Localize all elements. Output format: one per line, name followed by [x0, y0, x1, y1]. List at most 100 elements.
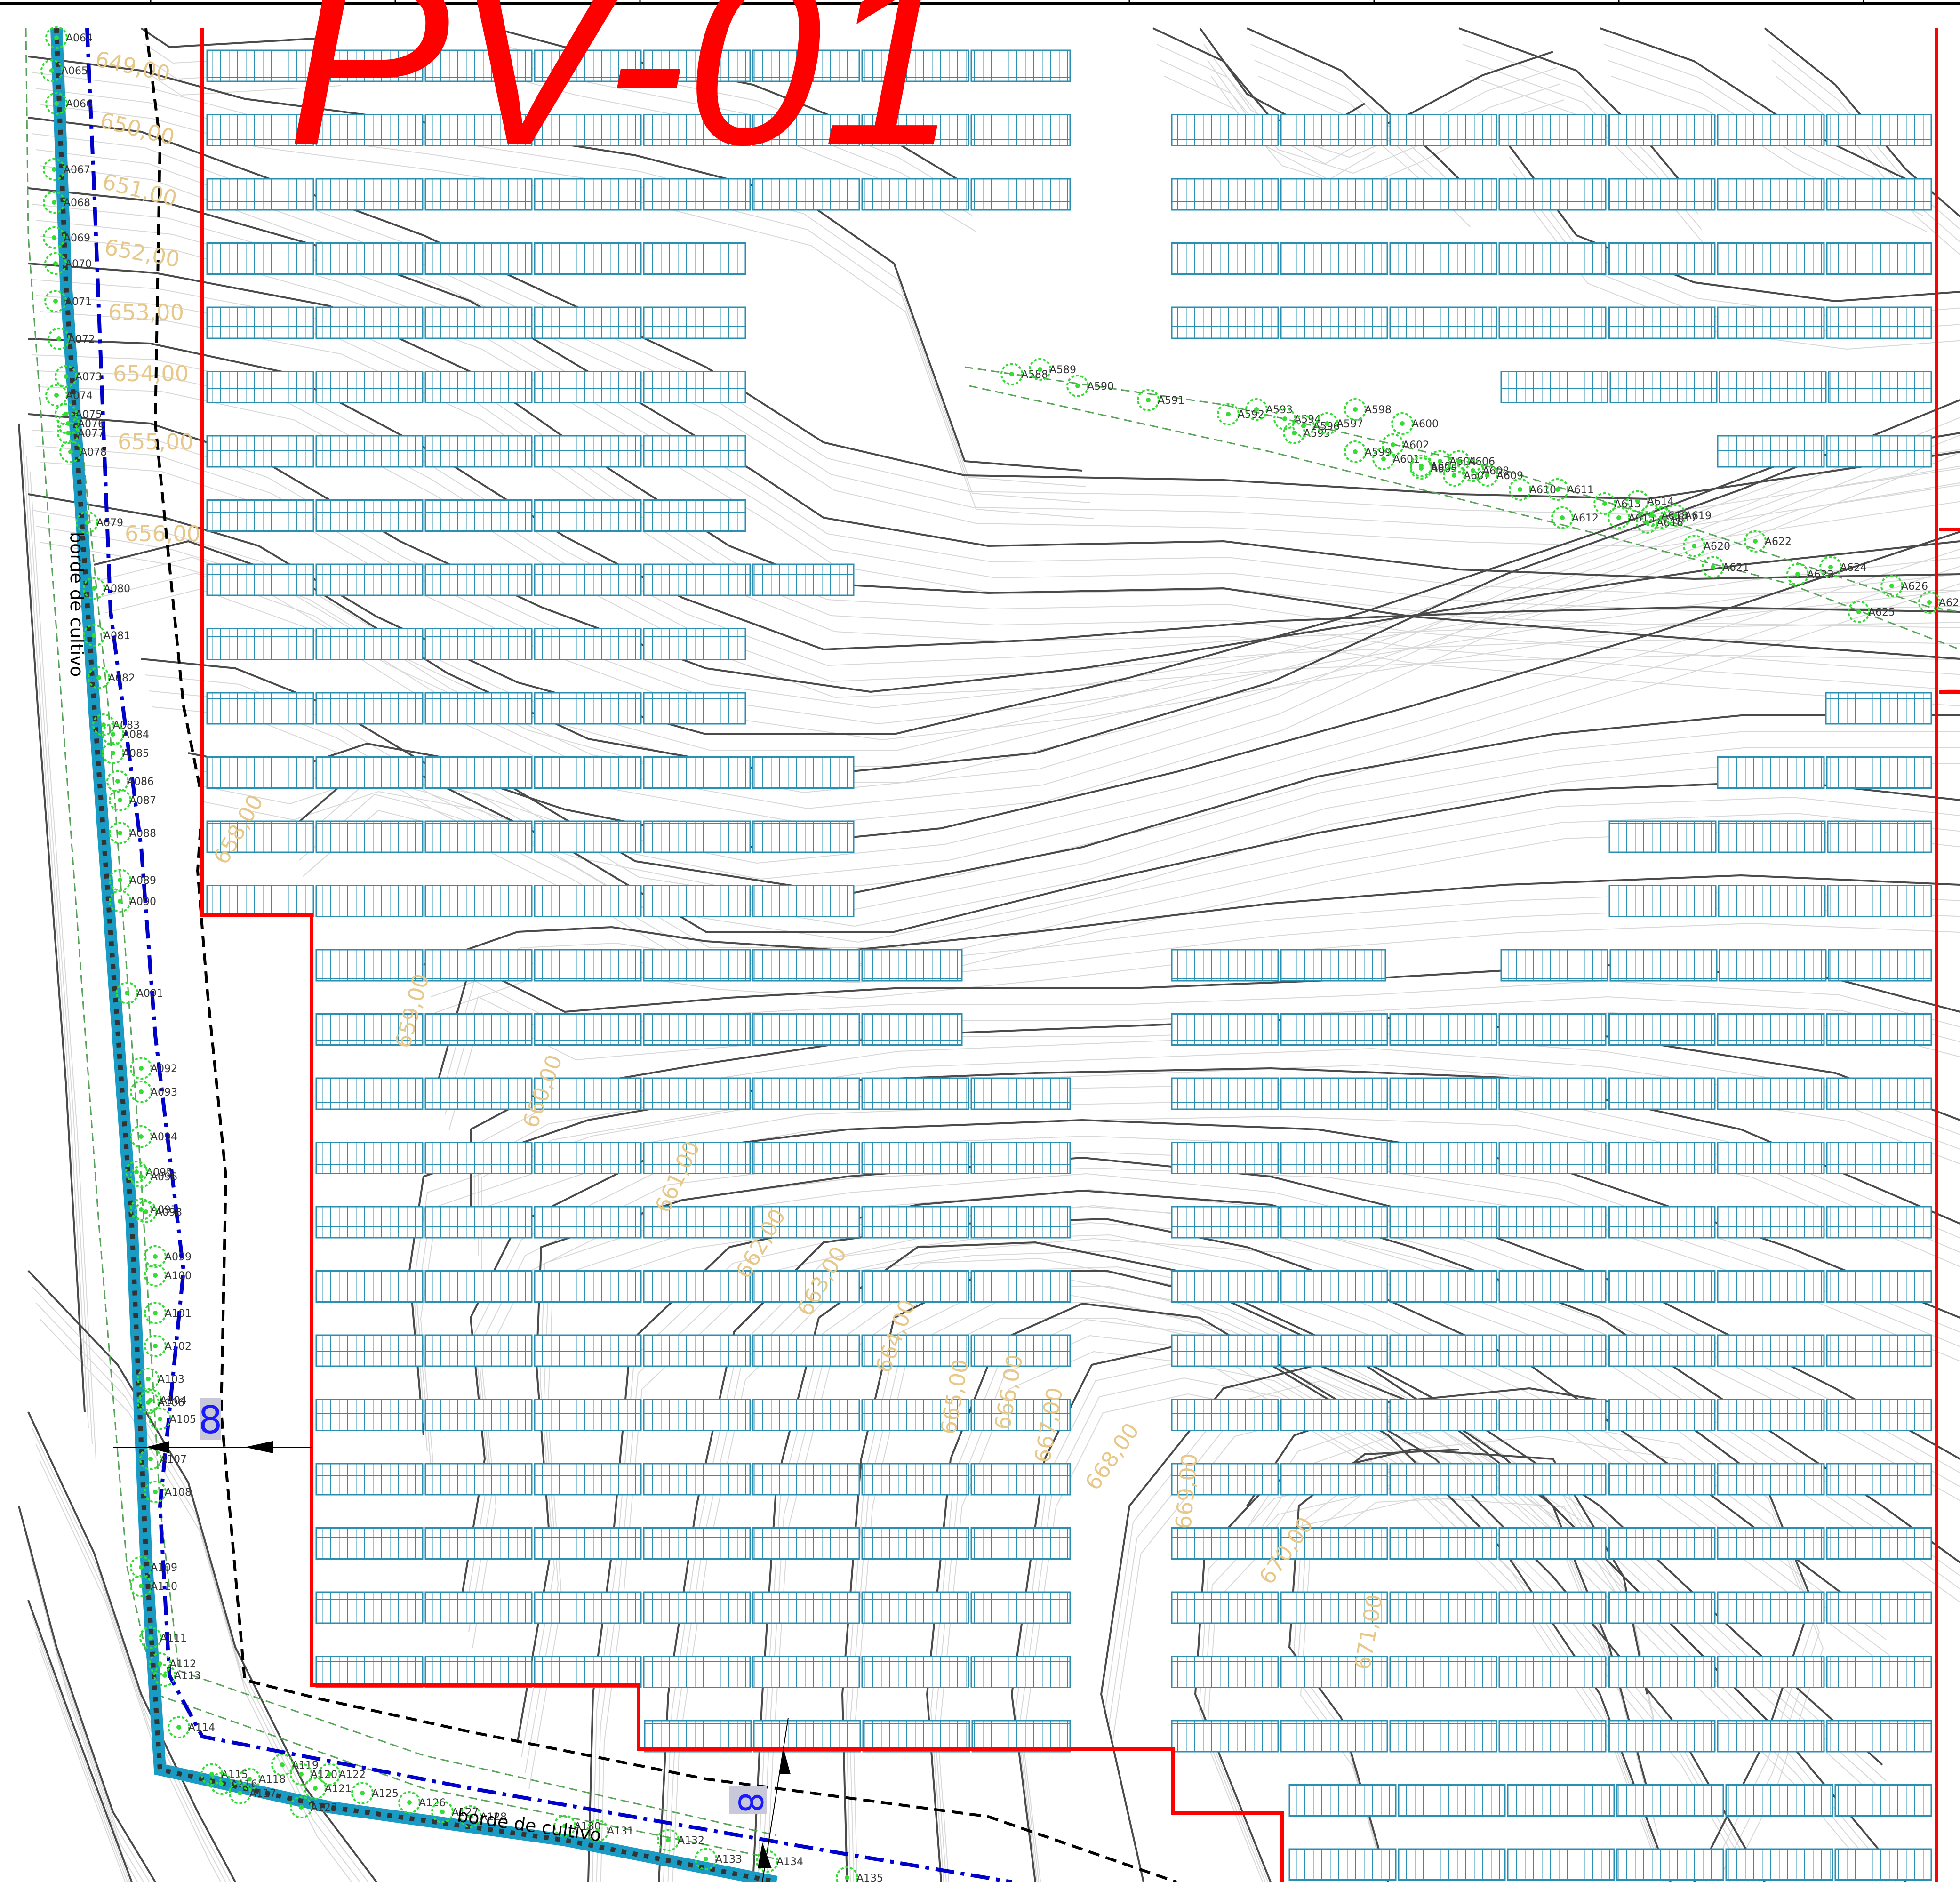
tree-label: A120	[311, 1769, 337, 1781]
pv-panel-table	[643, 1656, 751, 1688]
pv-panel-table	[1171, 1591, 1279, 1624]
pv-panel-table	[1280, 178, 1388, 211]
pv-panel-table	[1826, 1013, 1932, 1046]
tree-label: A071	[65, 296, 92, 308]
tree-label: A626	[1901, 581, 1928, 593]
contour-line	[140, 27, 330, 48]
pv-panel-table	[315, 1527, 424, 1560]
pv-panel-table	[970, 1206, 1071, 1239]
pv-panel-table	[643, 1270, 751, 1303]
pv-panel-table	[1498, 1206, 1607, 1239]
tree-marker: A108	[144, 1481, 192, 1503]
tree-marker: A099	[144, 1245, 192, 1268]
pv-panel-rows	[206, 49, 1932, 1881]
pv-panel-table	[315, 885, 424, 917]
pv-panel-table	[1389, 1656, 1497, 1688]
tree-marker: A095	[125, 1161, 173, 1183]
pv-panel-table	[752, 1013, 860, 1046]
tree-label: A073	[75, 371, 102, 383]
pv-panel-table	[752, 1463, 860, 1496]
pv-panel-table	[1171, 306, 1279, 339]
tree-label: A102	[165, 1341, 192, 1353]
pv-panel-table	[752, 1270, 860, 1303]
pv-panel-table	[1717, 1591, 1825, 1624]
pv-panel-table	[643, 499, 746, 532]
pv-panel-table	[206, 563, 314, 596]
pv-panel-table	[424, 1399, 533, 1431]
tree-label: A075	[75, 409, 102, 421]
contour-line	[27, 1411, 236, 1882]
pv-panel-table	[1498, 306, 1607, 339]
pv-panel-table	[1171, 949, 1279, 982]
tree-label: A589	[1049, 364, 1076, 376]
minor-contour-line	[35, 446, 1960, 725]
tree-label: A072	[68, 334, 95, 345]
pv-panel-table	[970, 1399, 1071, 1431]
pv-panel-table	[643, 306, 746, 339]
contour-line	[27, 1600, 133, 1882]
pv-panel-table	[1725, 1784, 1833, 1817]
pv-panel-table	[1826, 114, 1932, 146]
pv-panel-table	[970, 1527, 1071, 1560]
pv-panel-table	[424, 1142, 533, 1174]
contour-line	[1247, 27, 1460, 180]
pv-panel-table	[1616, 1848, 1724, 1881]
pv-panel-table	[206, 242, 314, 275]
pv-panel-table	[1498, 1270, 1607, 1303]
pv-panel-table	[1389, 1142, 1497, 1174]
contour-line	[28, 56, 1083, 472]
pv-panel-table	[315, 949, 424, 982]
pv-panel-table	[1280, 1591, 1388, 1624]
pv-panel-table	[643, 49, 751, 82]
tree-marker: A064	[45, 26, 93, 49]
pv-panel-table	[315, 1013, 424, 1046]
pv-panel-table	[534, 1656, 642, 1688]
dimension-value-left: 8	[199, 1398, 223, 1442]
pv-panel-table	[1608, 1206, 1716, 1239]
pv-panel-table	[206, 756, 314, 789]
pv-panel-table	[1608, 1013, 1716, 1046]
pv-panel-table	[1717, 178, 1825, 211]
pv-panel-table	[1500, 949, 1608, 982]
tree-marker: A625	[1848, 601, 1895, 623]
tree-marker: A601	[1372, 448, 1420, 470]
tree-label: A127	[452, 1807, 479, 1818]
pv-panel-table	[424, 1206, 533, 1239]
pv-panel-table	[970, 1656, 1071, 1688]
pv-panel-table	[1280, 1463, 1388, 1496]
pv-panel-table	[1826, 1077, 1932, 1110]
pv-panel-table	[861, 1656, 969, 1688]
tree-label: A128	[480, 1811, 507, 1823]
pv-panel-table	[1171, 1013, 1279, 1046]
pv-panel-table	[1608, 1077, 1716, 1110]
tree-marker: A120	[290, 1763, 337, 1786]
tree-marker: A109	[130, 1556, 177, 1578]
pv-panel-table	[424, 1463, 533, 1496]
pv-panel-table	[534, 178, 642, 211]
minor-contour-line	[35, 220, 1960, 612]
pv-panel-table	[1718, 885, 1826, 917]
tree-marker: A079	[76, 511, 123, 534]
pv-panel-table	[1608, 1399, 1716, 1431]
pv-panel-table	[1717, 1206, 1825, 1239]
pv-panel-table	[1280, 114, 1388, 146]
pv-panel-table	[643, 820, 751, 853]
tree-marker: A098	[135, 1201, 182, 1223]
pv-panel-table	[206, 49, 314, 82]
tree-marker: A104	[139, 1389, 187, 1411]
tree-label: A066	[66, 98, 93, 110]
dimension-bottom: 8	[729, 1717, 791, 1882]
pv-panel-table	[752, 1206, 860, 1239]
tree-label: A082	[108, 673, 135, 684]
tree-label: A118	[259, 1774, 286, 1786]
tree-marker: A128	[459, 1805, 507, 1828]
pv-panel-table	[315, 1656, 424, 1688]
pv-panel-table	[315, 114, 424, 146]
pv-panel-table	[534, 1463, 642, 1496]
pv-panel-table	[1826, 1399, 1932, 1431]
tree-label: A612	[1572, 513, 1599, 524]
pv-panel-table	[861, 1077, 969, 1110]
pv-panel-table	[1608, 1334, 1716, 1367]
pv-panel-table	[1717, 114, 1825, 146]
tree-marker: A133	[695, 1848, 742, 1870]
